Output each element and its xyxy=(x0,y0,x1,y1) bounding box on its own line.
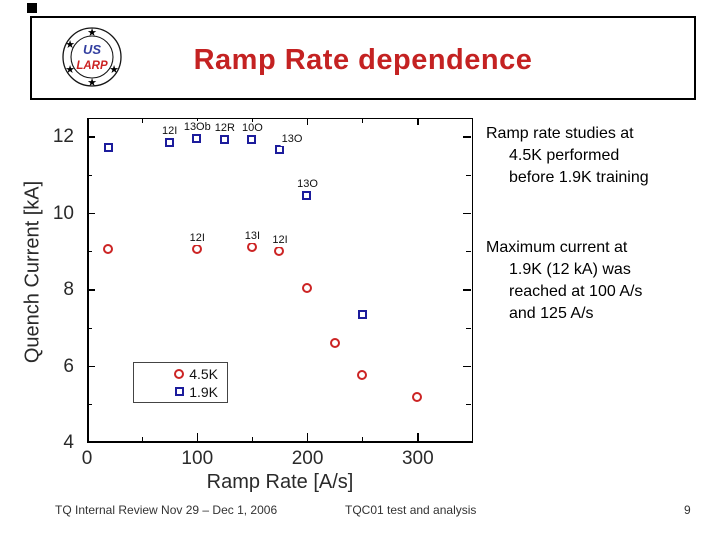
page-title: Ramp Rate dependence xyxy=(193,44,533,76)
y-tick-minor xyxy=(87,251,92,253)
x-tick-minor xyxy=(141,437,143,442)
data-point-label: 12I xyxy=(188,231,206,245)
data-point-4.5K xyxy=(274,246,285,257)
data-point-1.9K xyxy=(274,145,284,155)
y-tick-major xyxy=(87,289,95,291)
y-tick-minor xyxy=(87,174,92,176)
logo-text-us: US xyxy=(83,42,101,57)
data-point-label: 10O xyxy=(241,122,264,136)
header-box xyxy=(30,16,696,100)
y-tick-major-right xyxy=(463,136,471,138)
y-tick-major xyxy=(87,212,95,215)
legend-entry-1-9K: 1.9K xyxy=(134,384,227,400)
data-point-4.5K xyxy=(357,370,368,381)
x-tick-label: 100 xyxy=(181,448,214,469)
y-tick-label: 8 xyxy=(63,279,74,301)
data-point-4.5K xyxy=(191,244,202,255)
note-line: reached at 100 A/s xyxy=(509,283,643,300)
x-tick-major-top xyxy=(417,118,419,125)
data-point-1.9K xyxy=(164,137,174,147)
us-larp-logo: ★ ★ ★ ★ ★ US LARP xyxy=(62,27,122,89)
y-tick-label: 4 xyxy=(63,432,74,453)
y-tick-major xyxy=(87,136,95,138)
x-tick-minor-top xyxy=(141,118,143,123)
notes-panel: Ramp rate studies at 4.5K performed befo… xyxy=(486,123,704,325)
data-point-label: 12R xyxy=(213,122,236,136)
y-tick-minor-right xyxy=(466,251,471,253)
data-point-1.9K xyxy=(247,135,257,145)
note-line: before 1.9K training xyxy=(509,169,649,186)
note-line: 4.5K performed xyxy=(509,147,620,164)
note-line: and 125 A/s xyxy=(509,305,594,322)
star-icon: ★ xyxy=(87,77,97,89)
y-tick-label: 12 xyxy=(52,126,74,148)
x-tick-minor xyxy=(362,437,364,442)
y-tick-minor-right xyxy=(466,174,471,176)
y-tick-minor xyxy=(87,404,92,406)
x-axis-label: Ramp Rate [A/s] xyxy=(206,471,354,493)
data-point-4.5K xyxy=(329,337,340,348)
data-point-label: 12I xyxy=(161,124,179,138)
data-point-1.9K xyxy=(357,309,367,319)
x-tick-major xyxy=(306,433,309,442)
x-tick-major-top xyxy=(306,118,309,125)
legend-label: 4.5K xyxy=(189,365,218,382)
x-tick-label: 0 xyxy=(81,448,93,469)
x-tick-minor-top xyxy=(362,118,364,123)
x-tick-minor-top xyxy=(251,118,253,123)
blue-square-marker-icon xyxy=(175,387,185,396)
chart-legend: 4.5K 1.9K xyxy=(133,362,228,403)
legend-label: 1.9K xyxy=(189,383,218,400)
note-paragraph: Ramp rate studies at 4.5K performed befo… xyxy=(486,123,704,189)
x-tick-label: 200 xyxy=(291,448,324,469)
data-point-label: 13I xyxy=(243,230,262,243)
data-point-4.5K xyxy=(412,391,423,402)
star-icon: ★ xyxy=(65,39,75,51)
data-point-label: 13O xyxy=(280,132,304,146)
data-point-1.9K xyxy=(219,135,229,145)
data-point-4.5K xyxy=(103,244,114,255)
y-tick-major xyxy=(87,365,95,368)
note-line: 1.9K (12 kA) was xyxy=(509,261,631,278)
star-icon: ★ xyxy=(109,64,119,76)
star-icon: ★ xyxy=(87,27,97,39)
data-point-4.5K xyxy=(246,242,257,253)
slide-corner-mark xyxy=(27,3,37,13)
data-point-1.9K xyxy=(192,133,202,143)
y-axis-label: Quench Current [kA] xyxy=(21,180,44,364)
data-point-4.5K xyxy=(301,282,312,293)
slide-number: 9 xyxy=(684,503,691,517)
y-tick-major-right xyxy=(463,365,471,368)
y-tick-minor xyxy=(87,327,92,329)
footer-date: TQ Internal Review Nov 29 – Dec 1, 2006 xyxy=(55,503,278,517)
y-tick-minor-right xyxy=(466,327,471,329)
data-point-label: 12I xyxy=(271,233,289,247)
note-paragraph: Maximum current at 1.9K (12 kA) was reac… xyxy=(486,237,704,325)
red-circle-marker-icon xyxy=(174,368,185,379)
logo-text-larp: LARP xyxy=(76,60,108,72)
y-tick-label: 10 xyxy=(52,202,74,224)
x-tick-major xyxy=(417,433,419,442)
x-tick-label: 300 xyxy=(401,448,434,469)
star-icon: ★ xyxy=(65,64,75,76)
x-tick-major xyxy=(196,433,199,442)
y-tick-major-right xyxy=(463,289,471,291)
legend-entry-4-5K: 4.5K xyxy=(134,366,227,382)
data-point-1.9K xyxy=(302,191,312,201)
y-tick-label: 6 xyxy=(63,355,74,377)
data-point-label: 13O xyxy=(296,178,319,192)
footer-title: TQC01 test and analysis xyxy=(345,503,477,517)
note-line: Ramp rate studies at xyxy=(486,125,634,142)
note-line: Maximum current at xyxy=(486,239,628,256)
plot-area xyxy=(87,118,473,443)
y-tick-minor-right xyxy=(466,404,471,406)
y-tick-major-right xyxy=(463,212,471,215)
x-tick-minor xyxy=(251,437,253,442)
data-point-label: 13Ob xyxy=(182,121,212,135)
data-point-1.9K xyxy=(103,143,113,153)
